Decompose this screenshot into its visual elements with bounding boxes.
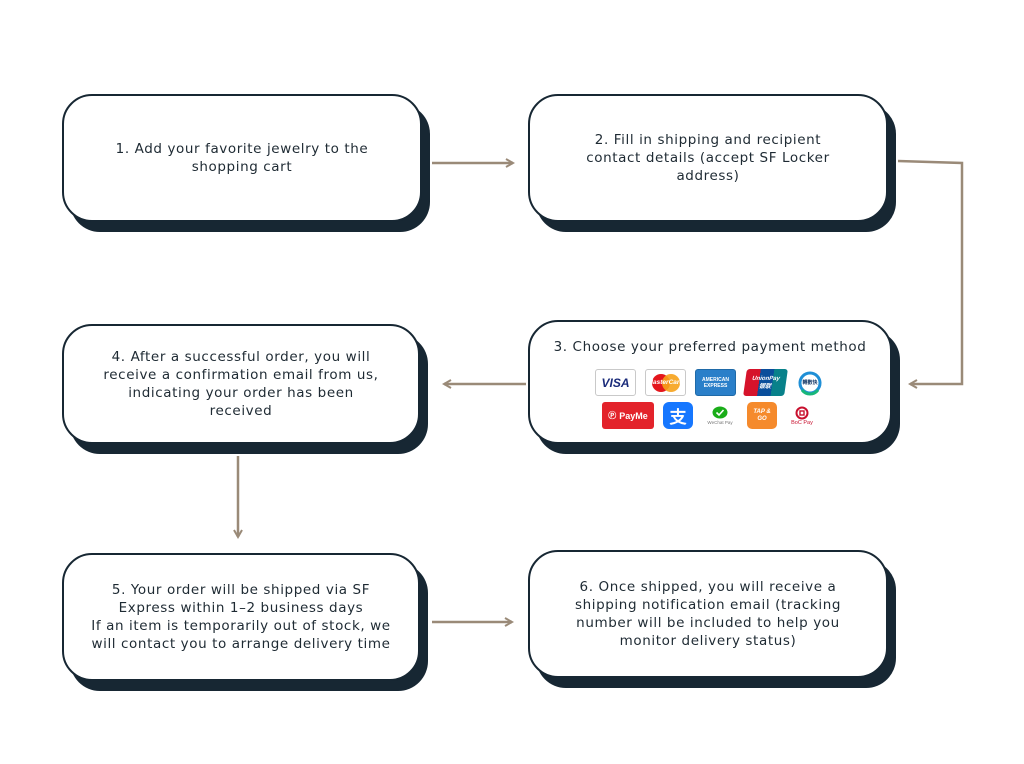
step-5: 5. Your order will be shipped via SF Exp…: [62, 553, 428, 691]
step-2-line: contact details (accept SF Locker: [586, 150, 830, 166]
step-5-line: will contact you to arrange delivery tim…: [91, 636, 391, 652]
boc-pay-logo: BoC Pay: [786, 402, 818, 429]
step-3-line: 3. Choose your preferred payment method: [553, 339, 867, 355]
payme-logo: Ⓟ PayMe: [602, 402, 654, 429]
step-1: 1. Add your favorite jewelry to the shop…: [62, 94, 430, 232]
step-6-line: 6. Once shipped, you will receive a: [579, 579, 837, 595]
step-4-line: indicating your order has been: [128, 385, 354, 401]
step-6-line: monitor delivery status): [619, 633, 797, 649]
octopus-logo: TAP & GO: [747, 402, 777, 429]
step-4-line: received: [209, 403, 273, 419]
step-3: 3. Choose your preferred payment method …: [528, 320, 900, 454]
step-1-card: 1. Add your favorite jewelry to the shop…: [62, 94, 422, 222]
step-3-card: 3. Choose your preferred payment method …: [528, 320, 892, 444]
mastercard-logo: MasterCard: [645, 369, 686, 396]
payment-logos-row-1: VISA MasterCard AMERICAN EXPRESS UnionPa…: [595, 369, 825, 396]
step-6-line: number will be included to help you: [576, 615, 840, 631]
step-4-line: receive a confirmation email from us,: [103, 367, 379, 383]
step-2-line: 2. Fill in shipping and recipient: [594, 132, 822, 148]
step-1-line: shopping cart: [191, 159, 293, 175]
step-1-text: 1. Add your favorite jewelry to the shop…: [116, 140, 369, 176]
payme-p-icon: Ⓟ: [608, 411, 617, 420]
american-express-logo: AMERICAN EXPRESS: [695, 369, 736, 396]
step-2: 2. Fill in shipping and recipient contac…: [528, 94, 896, 232]
boc-emblem-icon: [795, 406, 809, 419]
step-5-line: If an item is temporarily out of stock, …: [91, 618, 391, 634]
step-5-line: Express within 1–2 business days: [118, 600, 364, 616]
step-3-text: 3. Choose your preferred payment method: [554, 338, 867, 356]
step-5-card: 5. Your order will be shipped via SF Exp…: [62, 553, 420, 681]
step-6-text: 6. Once shipped, you will receive a ship…: [575, 578, 841, 650]
step-2-card: 2. Fill in shipping and recipient contac…: [528, 94, 888, 222]
fps-swirl-icon: [798, 371, 822, 395]
step-4-card: 4. After a successful order, you will re…: [62, 324, 420, 444]
fps-logo: 轉數快: [795, 369, 825, 396]
step-2-text: 2. Fill in shipping and recipient contac…: [586, 131, 830, 185]
step-6-line: shipping notification email (tracking: [574, 597, 842, 613]
mastercard-circles-icon: [651, 373, 680, 392]
step-1-line: 1. Add your favorite jewelry to the: [115, 141, 369, 157]
step-5-line: 5. Your order will be shipped via SF: [111, 582, 371, 598]
visa-logo: VISA: [595, 369, 636, 396]
step-4-text: 4. After a successful order, you will re…: [103, 348, 378, 420]
arrow-2-to-3: [897, 159, 964, 384]
step-6: 6. Once shipped, you will receive a ship…: [528, 550, 896, 688]
step-6-card: 6. Once shipped, you will receive a ship…: [528, 550, 888, 678]
payment-logos-row-2: Ⓟ PayMe 支 WeChat Pay TAP & GO: [602, 402, 818, 429]
unionpay-logo: UnionPay 银联: [743, 369, 788, 396]
wechat-pay-logo: WeChat Pay: [702, 402, 738, 429]
step-4-line: 4. After a successful order, you will: [111, 349, 371, 365]
step-2-line: address): [676, 168, 740, 184]
step-4: 4. After a successful order, you will re…: [62, 324, 428, 454]
wechat-bubble-icon: [712, 406, 728, 419]
alipay-logo: 支: [663, 402, 693, 429]
step-5-text: 5. Your order will be shipped via SF Exp…: [91, 581, 390, 653]
